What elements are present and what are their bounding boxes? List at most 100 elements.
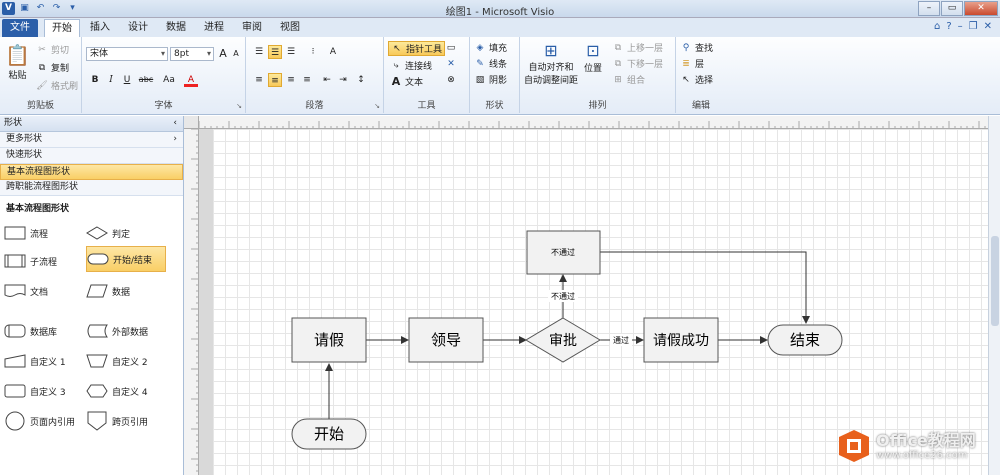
font-size-combo[interactable]: 8pt: [170, 47, 214, 61]
strikethrough-button[interactable]: abc: [138, 75, 154, 84]
connector-button[interactable]: ⤷连接线: [390, 59, 432, 73]
node-success[interactable]: [643, 317, 719, 363]
shape-custom-4[interactable]: 自定义 4: [86, 378, 166, 404]
layers-button[interactable]: ≣层: [680, 57, 704, 71]
tab-home[interactable]: 开始: [44, 19, 80, 37]
close-button[interactable]: ✕: [964, 1, 998, 16]
shape-custom-3[interactable]: 自定义 3: [4, 378, 84, 404]
help-icon[interactable]: ?: [946, 21, 952, 32]
shape-external-data[interactable]: 外部数据: [86, 318, 166, 344]
collapse-ribbon-icon[interactable]: ⌂: [933, 21, 941, 32]
doc-restore-icon[interactable]: ❐: [968, 21, 978, 32]
drawing-page[interactable]: [213, 129, 988, 475]
align-left-icon[interactable]: ≡: [255, 75, 263, 85]
tab-file[interactable]: 文件: [2, 19, 38, 37]
line-button[interactable]: ✎线条: [474, 57, 507, 71]
stencil-quick-shapes[interactable]: 快速形状: [0, 148, 183, 164]
font-name-combo[interactable]: 宋体: [86, 47, 168, 61]
position-button[interactable]: ⊡ 位置: [584, 41, 603, 74]
doc-minimize-icon[interactable]: –: [957, 21, 963, 32]
shapes-panel: 形状 ‹ 更多形状› 快速形状 基本流程图形状 跨职能流程图形状 基本流程图形状…: [0, 116, 184, 475]
save-icon[interactable]: ▣: [20, 3, 29, 13]
shape-process[interactable]: 流程: [4, 220, 84, 246]
node-approve[interactable]: [525, 317, 601, 363]
connection-point-icon[interactable]: ⊗: [447, 75, 455, 85]
group-label-font: 字体: [154, 101, 173, 111]
close-x-icon[interactable]: ✕: [447, 59, 455, 69]
tab-design[interactable]: 设计: [128, 22, 148, 33]
align-right-icon[interactable]: ≡: [287, 75, 295, 85]
cut-button[interactable]: ✂剪切: [36, 43, 69, 57]
fill-button[interactable]: ◈填充: [474, 41, 507, 55]
node-leave[interactable]: [291, 317, 367, 363]
underline-button[interactable]: U: [123, 75, 131, 85]
shape-custom-2[interactable]: 自定义 2: [86, 348, 166, 374]
format-painter-button[interactable]: 🖌格式刷: [36, 80, 79, 93]
decrease-indent-icon[interactable]: ⇤: [323, 75, 331, 85]
stencil-more-shapes[interactable]: 更多形状›: [0, 132, 183, 148]
justify-icon[interactable]: ≡: [303, 75, 311, 85]
bold-button[interactable]: B: [91, 75, 99, 85]
customize-qat-icon[interactable]: ▾: [70, 3, 75, 13]
shape-subprocess[interactable]: 子流程: [4, 248, 84, 274]
rectangle-tool-icon[interactable]: ▭: [446, 43, 456, 53]
shape-data[interactable]: 数据: [86, 278, 166, 304]
text-direction-icon[interactable]: A: [329, 47, 337, 57]
shape-custom-1[interactable]: 自定义 1: [4, 348, 84, 374]
align-middle-icon[interactable]: ☰: [268, 45, 282, 59]
vertical-scrollbar[interactable]: [988, 116, 1000, 475]
font-dialog-launcher-icon[interactable]: ↘: [236, 102, 242, 110]
shape-database[interactable]: 数据库: [4, 318, 84, 344]
doc-close-icon[interactable]: ✕: [983, 21, 992, 32]
pointer-tool-button[interactable]: ↖指针工具: [388, 41, 446, 56]
paragraph-dialog-launcher-icon[interactable]: ↘: [374, 102, 380, 110]
shape-on-page-reference[interactable]: 页面内引用: [4, 408, 84, 434]
shape-start-end[interactable]: 开始/结束: [86, 246, 166, 272]
increase-indent-icon[interactable]: ⇥: [339, 75, 347, 85]
node-reject[interactable]: [526, 230, 601, 275]
shape-decision[interactable]: 判定: [86, 220, 166, 246]
align-bottom-icon[interactable]: ☰: [286, 47, 296, 57]
connector-reject-end[interactable]: [600, 251, 810, 324]
send-backward-button[interactable]: ⧉下移一层: [612, 57, 663, 71]
layers-icon: ≣: [682, 58, 690, 69]
node-start[interactable]: [291, 418, 367, 450]
bullets-icon[interactable]: ⁝: [311, 47, 315, 57]
shape-document[interactable]: 文档: [4, 278, 84, 304]
maximize-button[interactable]: ▭: [941, 1, 963, 16]
watermark-line2: www.office26.com: [876, 449, 968, 461]
tab-view[interactable]: 视图: [280, 22, 300, 33]
copy-button[interactable]: ⧉复制: [36, 61, 69, 75]
tab-insert[interactable]: 插入: [90, 22, 110, 33]
scrollbar-thumb[interactable]: [991, 236, 999, 326]
shadow-button[interactable]: ▧阴影: [475, 74, 508, 87]
font-color-button[interactable]: A: [184, 73, 198, 87]
node-leader[interactable]: [408, 317, 484, 363]
node-end[interactable]: [767, 324, 843, 356]
shrink-font-icon[interactable]: A: [233, 49, 239, 58]
group-button[interactable]: ⊞组合: [612, 73, 645, 87]
minimize-button[interactable]: –: [918, 1, 940, 16]
tab-review[interactable]: 审阅: [242, 22, 262, 33]
undo-icon[interactable]: ↶: [36, 3, 45, 13]
tab-process[interactable]: 进程: [204, 22, 224, 33]
auto-align-space-button[interactable]: ⊞ 自动对齐和 自动调整间距: [524, 41, 579, 86]
change-case-button[interactable]: Aa: [163, 75, 175, 85]
find-button[interactable]: ⚲查找: [680, 41, 713, 55]
horizontal-ruler: [199, 116, 988, 129]
grow-font-icon[interactable]: A: [219, 47, 227, 60]
tab-data[interactable]: 数据: [166, 22, 186, 33]
align-top-icon[interactable]: ☰: [254, 47, 264, 57]
stencil-cross-functional[interactable]: 跨职能流程图形状: [0, 180, 183, 196]
stencil-basic-flowchart[interactable]: 基本流程图形状: [0, 164, 183, 180]
paragraph-spacing-icon[interactable]: ↕: [357, 75, 365, 85]
paste-button[interactable]: 📋 粘贴: [5, 43, 30, 81]
redo-icon[interactable]: ↷: [52, 3, 61, 13]
align-center-icon[interactable]: ≡: [268, 73, 282, 87]
bring-forward-button[interactable]: ⧉上移一层: [612, 41, 663, 55]
select-button[interactable]: ↖选择: [680, 73, 713, 87]
italic-button[interactable]: I: [109, 75, 113, 85]
shape-off-page-reference[interactable]: 跨页引用: [86, 408, 166, 434]
collapse-panel-icon[interactable]: ‹: [173, 118, 177, 128]
